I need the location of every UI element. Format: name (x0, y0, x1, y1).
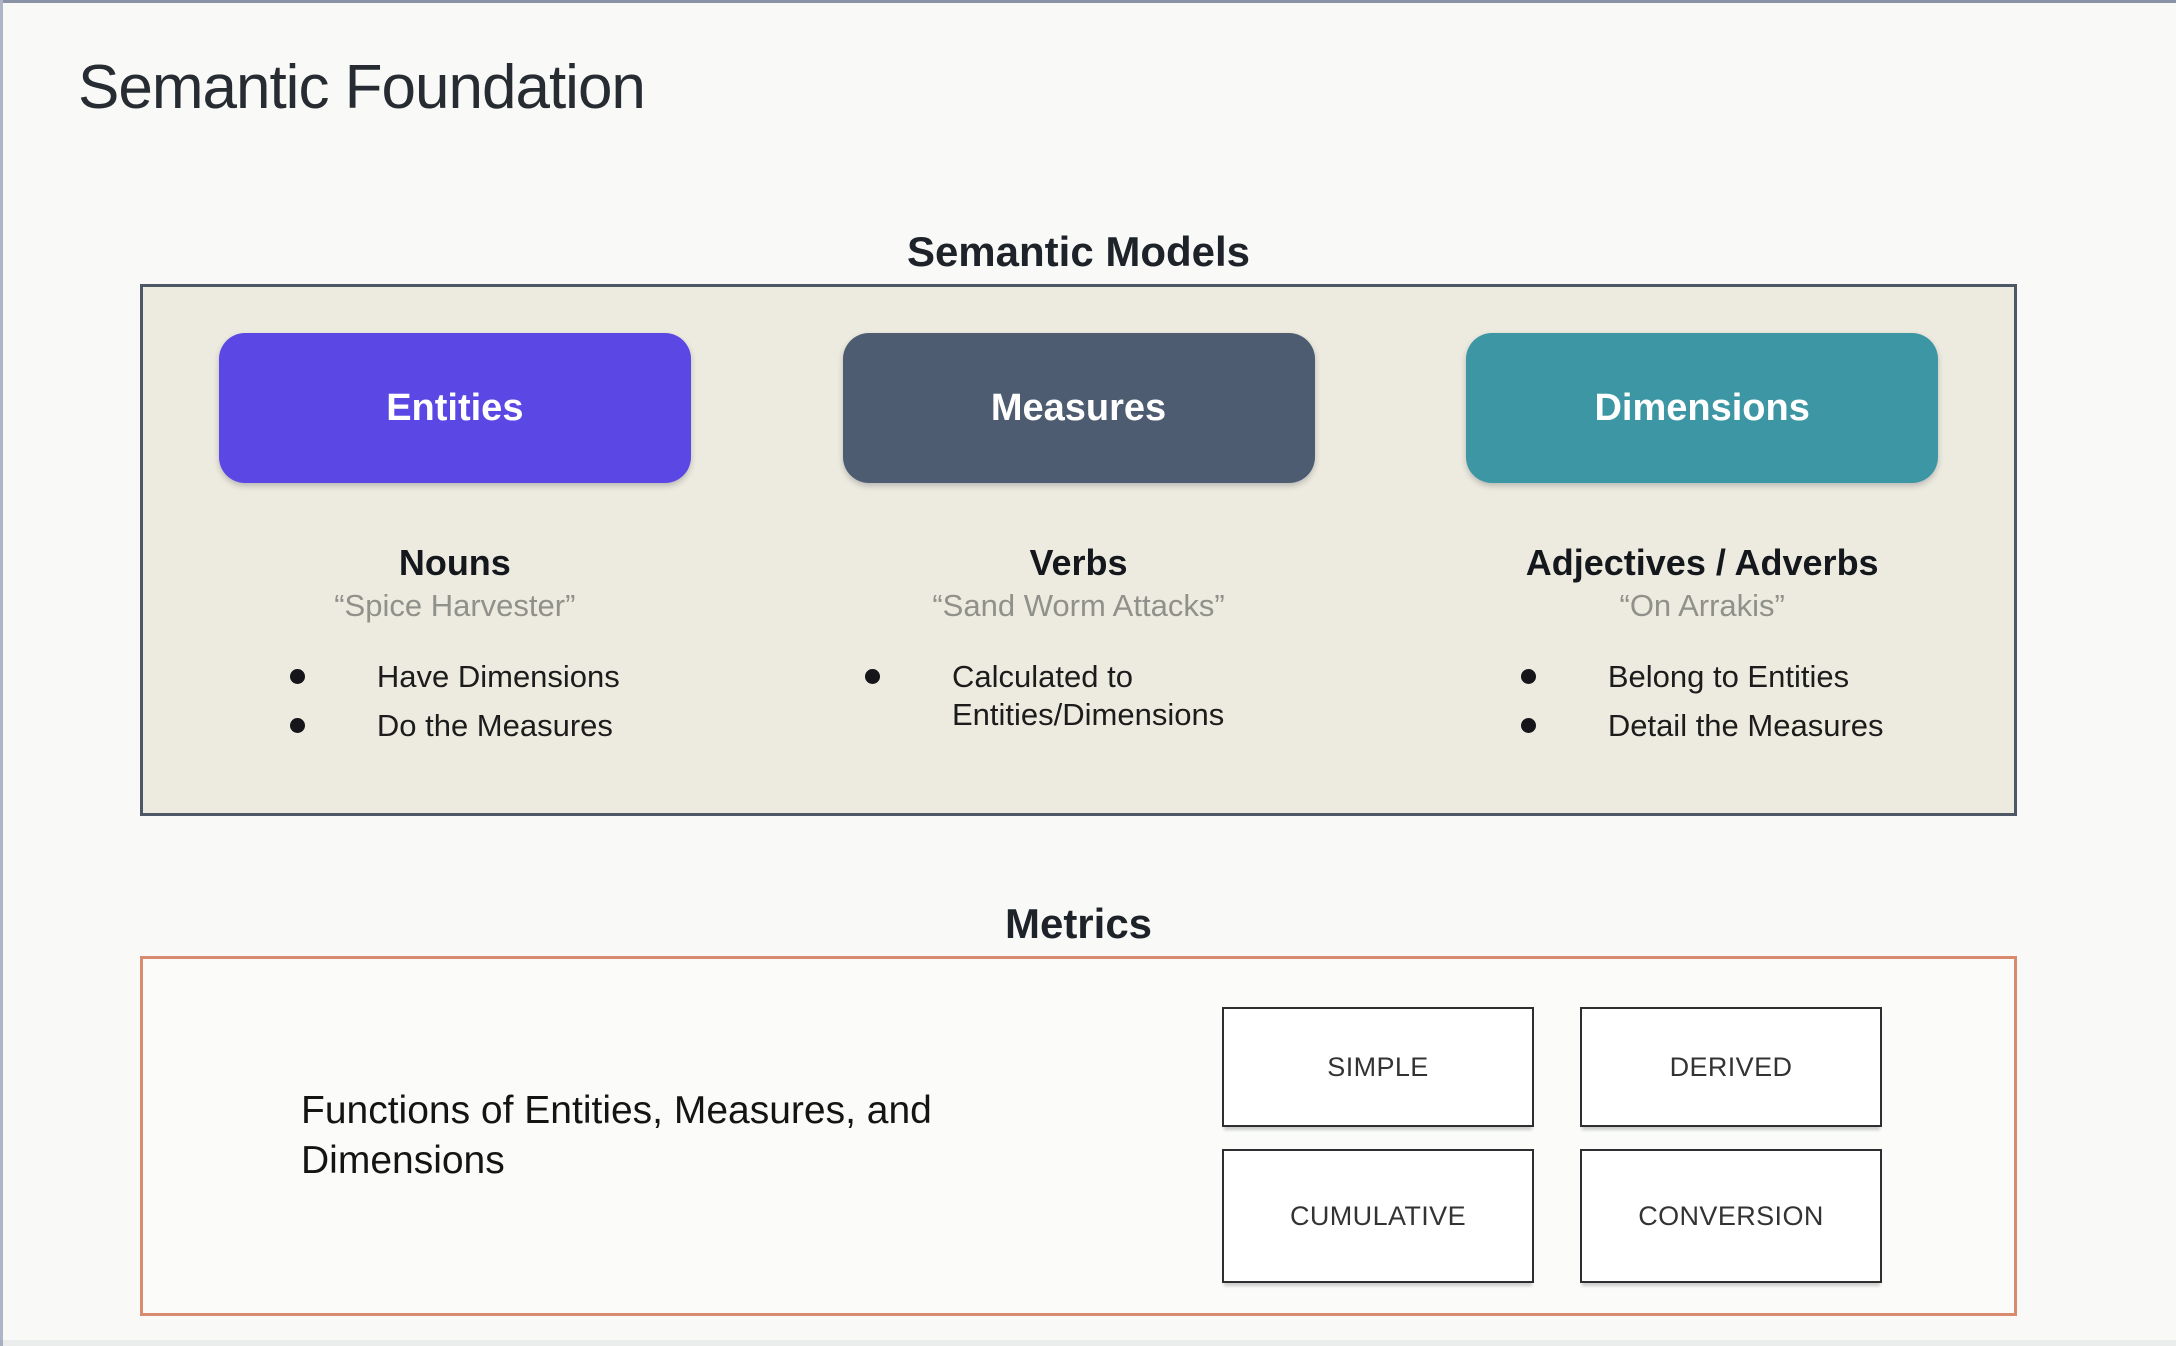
bullet-text: Calculated to Entities/Dimensions (952, 658, 1225, 733)
bullet-text: Do the Measures (376, 708, 613, 744)
bullet-item: Detail the Measures (1520, 707, 1884, 746)
entities-role-label: Nouns (398, 542, 511, 583)
dimensions-role-label: Adjectives / Adverbs (1525, 542, 1879, 583)
bullet-text: Belong to Entities (1607, 658, 1850, 694)
metric-box-conversion: CONVERSION (1580, 1149, 1882, 1283)
metric-box-simple: SIMPLE (1222, 1007, 1534, 1127)
bullet-text: Detail the Measures (1607, 708, 1884, 744)
entities-column: Entities Nouns “Spice Harvester” Have Di… (143, 333, 767, 813)
bullet-item: Do the Measures (289, 707, 620, 746)
bullet-item: Belong to Entities (1520, 658, 1884, 697)
bullet-dot-icon (1520, 718, 1536, 734)
bullet-dot-icon (1520, 668, 1536, 684)
bullet-item: Have Dimensions (289, 658, 620, 697)
dimensions-column: Dimensions Adjectives / Adverbs “On Arra… (1390, 333, 2014, 813)
slide-title: Semantic Foundation (78, 53, 646, 122)
metrics-panel: Functions of Entities, Measures, and Dim… (140, 956, 2017, 1316)
slide-top-edge (0, 0, 2176, 3)
bullet-dot-icon (865, 668, 880, 684)
entities-example-label: “Spice Harvester” (334, 587, 576, 623)
bullet-dot-icon (289, 718, 305, 734)
slide-bottom-edge (0, 1340, 2176, 1346)
entities-bullet-list: Have Dimensions Do the Measures (289, 658, 620, 747)
metrics-description: Functions of Entities, Measures, and Dim… (301, 1089, 932, 1182)
metrics-heading: Metrics (1004, 900, 1153, 947)
bullet-item: Calculated to Entities/Dimensions (865, 658, 1292, 736)
bullet-text: Have Dimensions (376, 658, 620, 694)
dimensions-example-label: “On Arrakis” (1619, 587, 1785, 623)
bullet-dot-icon (289, 668, 305, 684)
measures-bullet-list: Calculated to Entities/Dimensions (865, 658, 1292, 736)
metric-box-cumulative: CUMULATIVE (1222, 1149, 1534, 1283)
measures-column: Measures Verbs “Sand Worm Attacks” Calcu… (767, 333, 1391, 813)
measures-pill: Measures (842, 333, 1315, 483)
dimensions-pill: Dimensions (1466, 333, 1939, 483)
slide-left-edge (0, 0, 3, 1346)
measures-role-label: Verbs (1029, 542, 1128, 583)
dimensions-bullet-list: Belong to Entities Detail the Measures (1520, 658, 1884, 747)
semantic-models-panel: Entities Nouns “Spice Harvester” Have Di… (140, 284, 2017, 816)
measures-example-label: “Sand Worm Attacks” (932, 587, 1225, 623)
metric-types-grid: SIMPLE DERIVED CUMULATIVE CONVERSION (1222, 1007, 1882, 1283)
semantic-models-heading: Semantic Models (906, 228, 1251, 275)
metric-box-derived: DERIVED (1580, 1007, 1882, 1127)
entities-pill: Entities (218, 333, 691, 483)
